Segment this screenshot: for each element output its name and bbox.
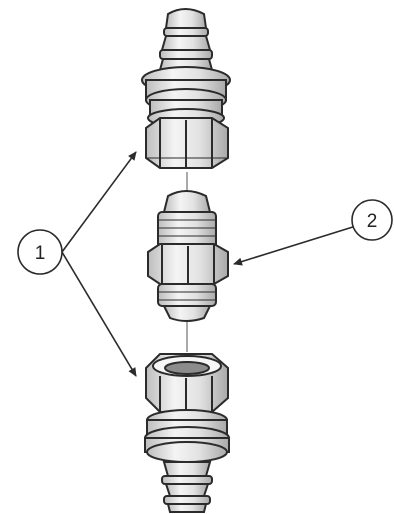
union-adapter <box>147 190 229 322</box>
callout-1-label: 1 <box>35 243 46 264</box>
leader-lines <box>61 151 357 377</box>
leader-arrow-bottom <box>61 251 137 377</box>
callout-2-label: 2 <box>367 211 378 232</box>
callout-2-circle <box>351 199 393 241</box>
leader-arrow-adapter <box>233 225 357 266</box>
callout-2: 2 <box>351 199 393 241</box>
leader-arrow-top <box>61 151 137 253</box>
hose-fitting-top <box>141 8 231 169</box>
callout-1: 1 <box>17 229 63 275</box>
callout-1-circle <box>17 229 63 275</box>
hose-fitting-bottom <box>144 353 230 513</box>
